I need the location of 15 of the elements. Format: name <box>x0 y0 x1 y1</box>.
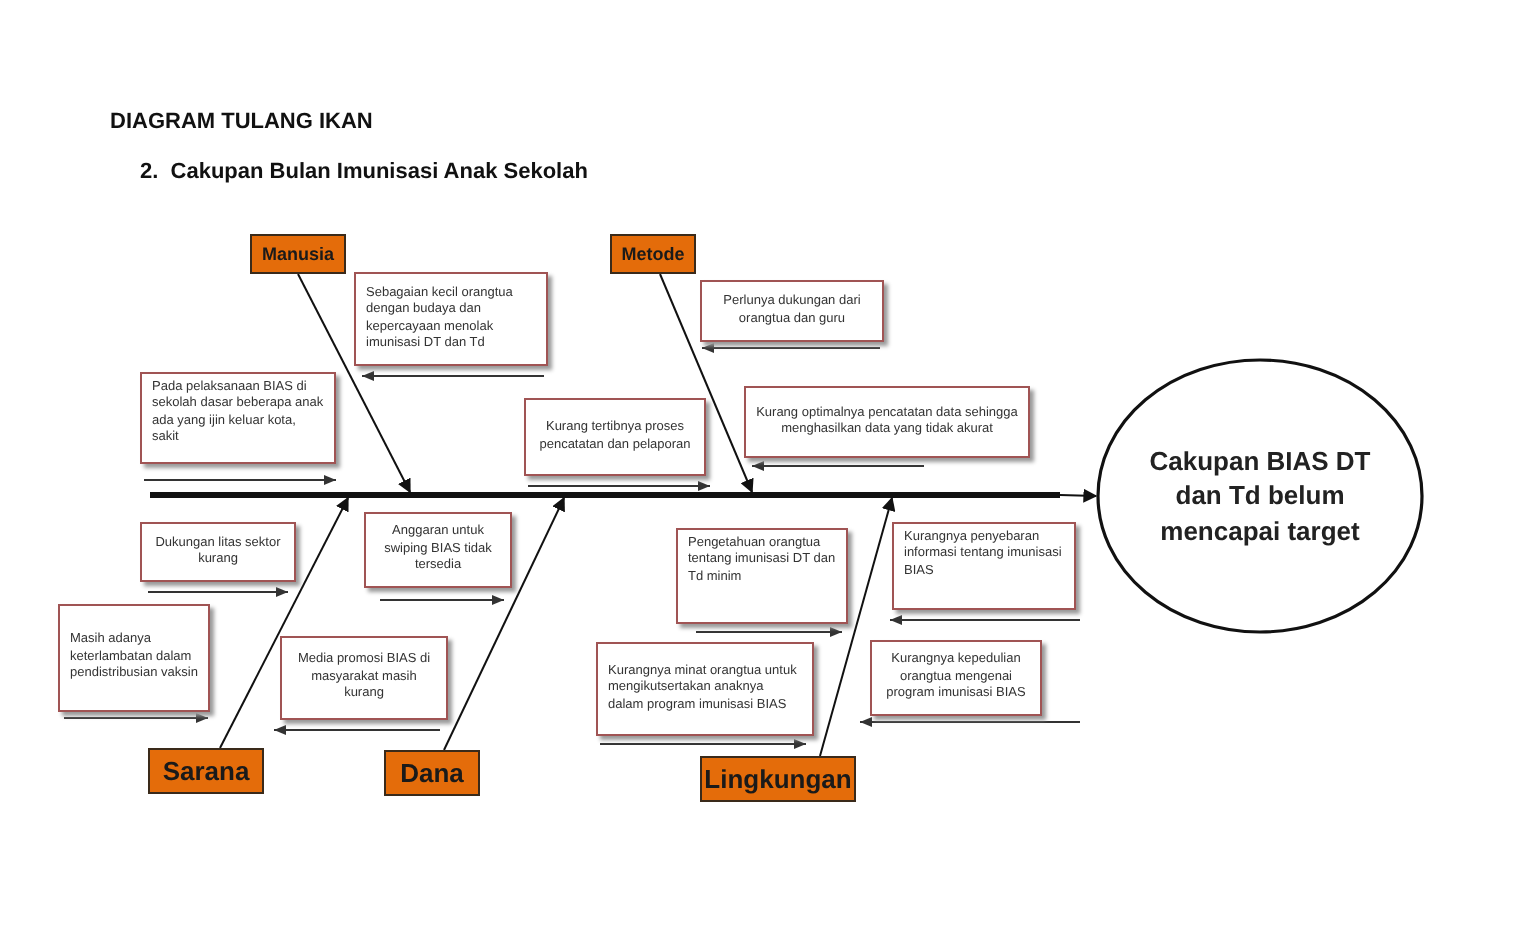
subtitle: 2. Cakupan Bulan Imunisasi Anak Sekolah <box>140 160 588 184</box>
category-box: Dana <box>384 750 480 796</box>
category-box: Manusia <box>250 234 346 274</box>
spine-line <box>150 492 1060 498</box>
category-box: Sarana <box>148 748 264 794</box>
bone-arrow <box>819 496 896 757</box>
bone-arrow <box>659 273 754 494</box>
effect-text: Cakupan BIAS DT dan Td belum mencapai target <box>1147 443 1373 549</box>
bone-arrow <box>297 273 411 494</box>
title: DIAGRAM TULANG IKAN <box>110 110 373 134</box>
category-box: Metode <box>610 234 696 274</box>
bone-arrow <box>443 496 565 751</box>
bone-arrow <box>219 496 349 749</box>
category-box: Lingkungan <box>700 756 856 802</box>
arrow <box>1059 488 1098 503</box>
